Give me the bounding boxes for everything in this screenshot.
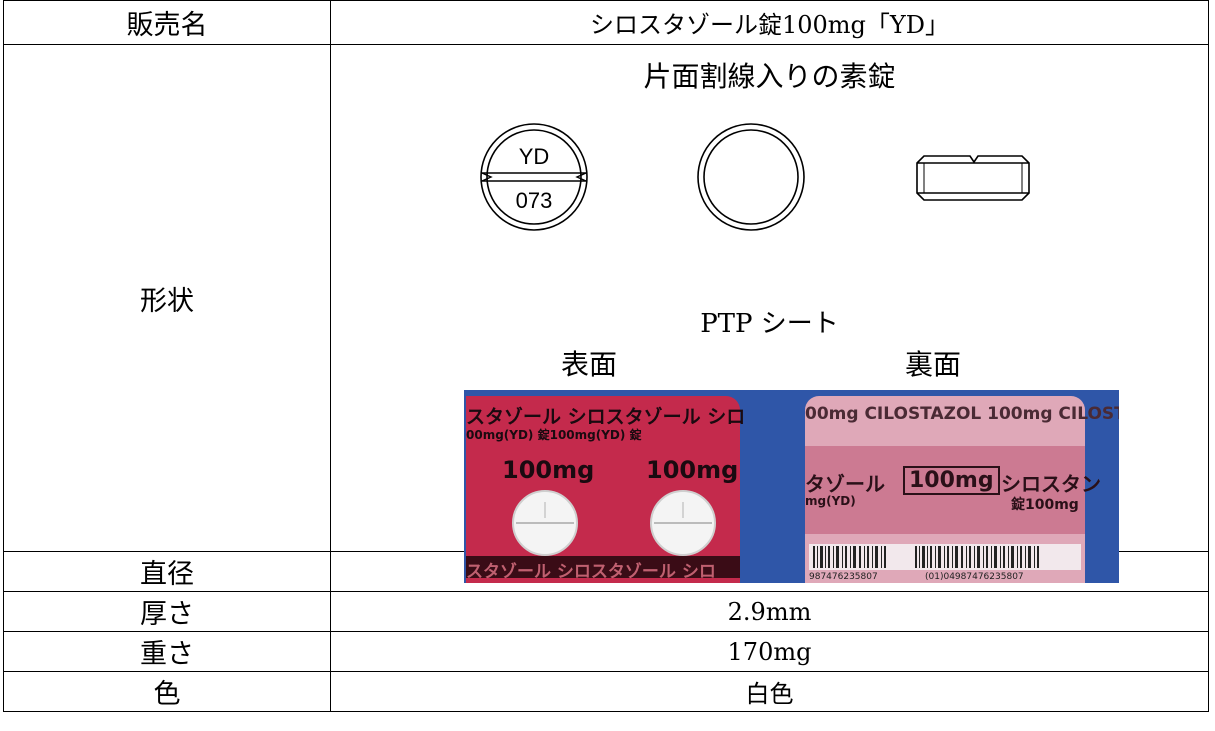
- value-color: 白色: [330, 671, 1209, 712]
- label-thickness: 厚さ: [3, 591, 331, 632]
- back-photo-name-line: 00mg CILOSTAZOL 100mg CILOSTA: [805, 404, 1119, 424]
- label-shape: 形状: [3, 44, 331, 552]
- tablet-engraving-bottom: 073: [516, 188, 553, 213]
- label-weight: 重さ: [3, 631, 331, 672]
- ptp-back-photo: 00mg CILOSTAZOL 100mg CILOSTA タゾール mg(YD…: [805, 396, 1119, 583]
- row-color: 色 白色: [3, 671, 1209, 712]
- tablet-top-view-icon: YD 073: [480, 123, 588, 231]
- back-photo-right-sub: 錠100mg: [1011, 497, 1079, 513]
- front-photo-sub-line: 00mg(YD) 錠100mg(YD) 錠: [466, 428, 642, 442]
- barcode-icon: [809, 544, 1081, 570]
- front-photo-name-line: スタゾール シロスタゾール シロ: [466, 406, 746, 428]
- value-shape: 片面割線入りの素錠 YD 073: [330, 44, 1209, 583]
- spec-table: 販売名 シロスタゾール錠100mg「YD」 形状 片面割線入りの素錠 YD 07…: [3, 0, 1209, 712]
- ptp-photo-area: スタゾール シロスタゾール シロ 00mg(YD) 錠100mg(YD) 錠 1…: [464, 390, 1119, 583]
- label-color: 色: [3, 671, 331, 712]
- row-thickness: 厚さ 2.9mm: [3, 591, 1209, 632]
- back-photo-right-name: シロスタン: [1001, 472, 1101, 496]
- row-product-name: 販売名 シロスタゾール錠100mg「YD」: [3, 0, 1209, 45]
- tablet-side-view-icon: [916, 155, 1030, 201]
- back-label: 裏面: [905, 348, 962, 381]
- back-photo-left-sub: mg(YD): [805, 494, 856, 508]
- blister-tablet-icon: [512, 490, 578, 556]
- tablet-bottom-view-icon: [697, 123, 805, 231]
- back-photo-left-name: タゾール: [805, 472, 885, 496]
- label-diameter: 直径: [3, 551, 331, 592]
- ptp-caption: PTP シート: [700, 309, 839, 339]
- front-photo-dose-right: 100mg: [646, 456, 739, 484]
- tablet-caption: 片面割線入りの素錠: [643, 60, 896, 93]
- row-weight: 重さ 170mg: [3, 631, 1209, 672]
- barcode-right-text: (01)04987476235807: [925, 572, 1024, 582]
- label-product-name: 販売名: [3, 0, 331, 45]
- back-photo-dose-box: 100mg: [903, 466, 1000, 495]
- ptp-front-photo: スタゾール シロスタゾール シロ 00mg(YD) 錠100mg(YD) 錠 1…: [466, 396, 745, 583]
- value-product-name: シロスタゾール錠100mg「YD」: [330, 0, 1209, 45]
- front-label: 表面: [561, 348, 618, 381]
- shape-content: 片面割線入りの素錠 YD 073: [331, 45, 1208, 583]
- front-photo-dose-left: 100mg: [502, 456, 595, 484]
- value-weight: 170mg: [330, 631, 1209, 672]
- barcode-left-text: 987476235807: [809, 572, 878, 582]
- front-photo-bottom-line: スタゾール シロスタゾール シロ: [466, 562, 716, 582]
- row-shape: 形状 片面割線入りの素錠 YD 073: [3, 44, 1209, 583]
- tablet-engraving-top: YD: [519, 144, 550, 169]
- value-thickness: 2.9mm: [330, 591, 1209, 632]
- blister-tablet-icon: [650, 490, 716, 556]
